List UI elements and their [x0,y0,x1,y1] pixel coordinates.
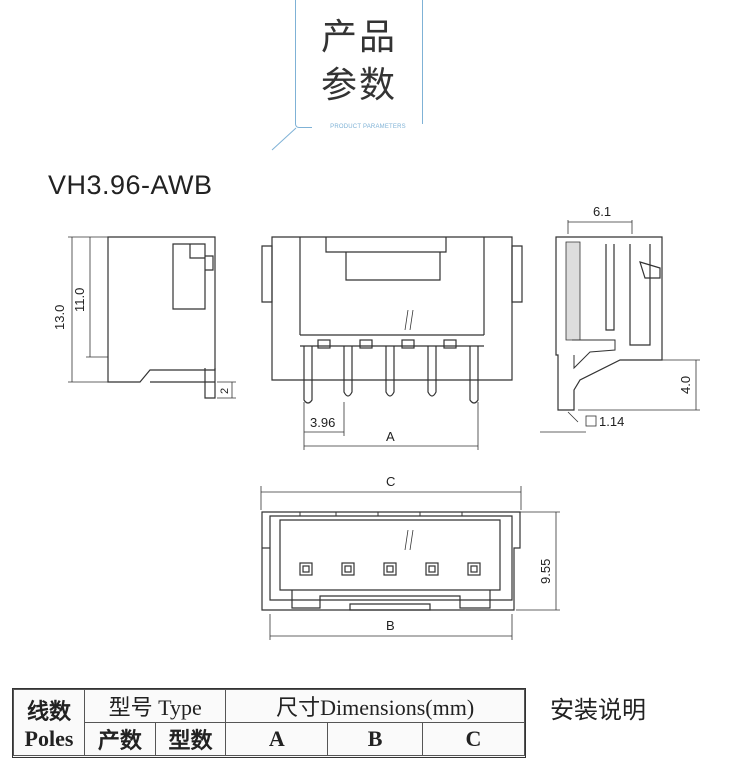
dim-a: A [386,429,395,444]
dimensions-header: 尺寸Dimensions(mm) [225,689,525,723]
dim-height-11: 11.0 [72,288,87,312]
badge-title-line2: 参数 [320,65,397,106]
dim-c: C [386,474,395,489]
type-header: 型号 Type [83,689,227,723]
col-a-header: A [225,722,329,756]
sub-header-1: 产数 [84,722,156,756]
dim-height-13: 13.0 [52,305,67,330]
dim-tail-40: 4.0 [678,376,693,394]
poles-header-cn: 线数 [26,698,71,724]
col-b-header: B [327,722,423,756]
front-view [261,236,523,450]
model-name: VH3.96-AWB [48,170,213,200]
dim-b: B [386,618,395,633]
dim-pin-square: 1.14 [599,414,624,429]
col-c-header: C [421,722,525,756]
badge-decoration [271,127,297,151]
side-view [68,236,236,399]
dim-pitch: 3.96 [310,415,335,430]
front-pins [303,339,479,404]
dim-pin-2: 2 [219,388,231,394]
bottom-view [260,486,560,640]
dim-depth-955: 9.55 [538,559,553,584]
spec-table: 线数 Poles 型号 Type 尺寸Dimensions(mm) 产数 型数 … [12,688,526,758]
dim-width-61: 6.1 [593,204,611,219]
technical-drawing: 13.0 11.0 2 [52,204,700,640]
install-title: 安装说明 [550,696,646,724]
section-view [540,220,700,433]
sub-header-2: 型数 [154,722,227,756]
poles-header: 线数 Poles [13,689,85,756]
badge-title-line1: 产品 [320,17,397,58]
header-badge: 产品 参数 [295,0,423,128]
poles-header-en: Poles [24,725,74,751]
badge-subtitle: PRODUCT PARAMETERS [312,124,424,130]
